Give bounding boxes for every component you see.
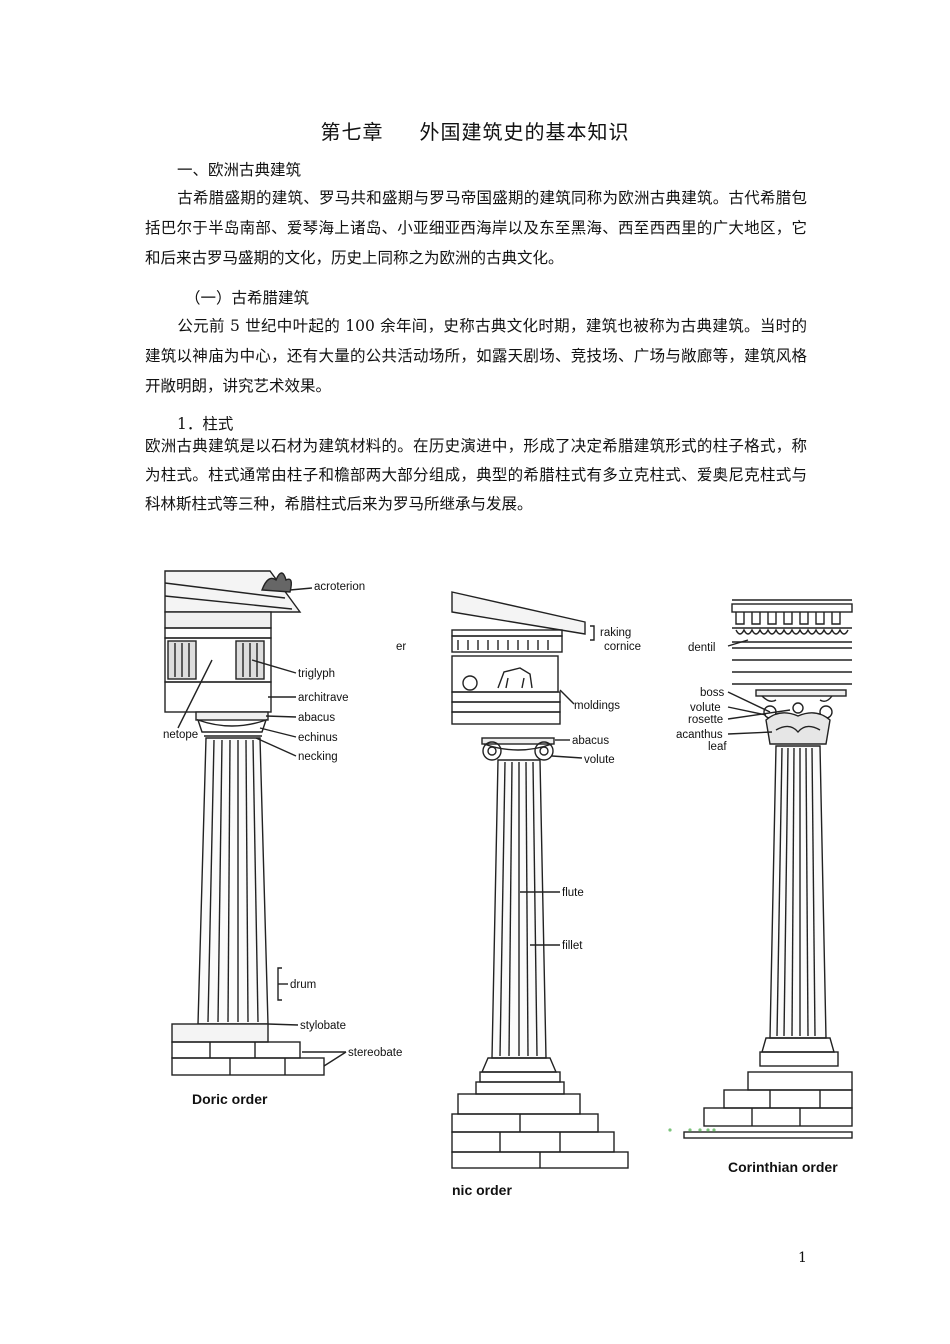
label-architrave: architrave xyxy=(298,692,349,704)
caption-doric-order: Doric order xyxy=(192,1091,268,1107)
section-heading: 一、欧洲古典建筑 xyxy=(177,161,302,179)
caption-corinthian-order: Corinthian order xyxy=(728,1159,838,1175)
subsection-paragraph: 公元前 5 世纪中叶起的 100 余年间，史称古典文化时期，建筑也被称为古典建筑… xyxy=(145,311,807,401)
label-abacus-ionic: abacus xyxy=(572,735,609,747)
label-flute: flute xyxy=(562,887,584,899)
cropped-label-fragment: er xyxy=(396,641,406,653)
ionic-column-drawing xyxy=(451,591,629,1169)
label-acroterion: acroterion xyxy=(314,581,365,593)
label-cornice: cornice xyxy=(604,641,641,653)
label-raking: raking xyxy=(600,627,631,639)
label-drum: drum xyxy=(290,979,316,991)
item-heading: 1．柱式 xyxy=(177,415,234,433)
label-stylobate: stylobate xyxy=(300,1020,346,1032)
chapter-title: 第七章 外国建筑史的基本知识 xyxy=(0,116,950,145)
label-leaf: leaf xyxy=(708,741,727,753)
section-paragraph-text: 古希腊盛期的建筑、罗马共和盛期与罗马帝国盛期的建筑同称为欧洲古典建筑。古代希腊包… xyxy=(145,189,807,267)
label-necking: necking xyxy=(298,751,338,763)
label-stereobate: stereobate xyxy=(348,1047,402,1059)
corinthian-column-drawing xyxy=(683,599,853,1139)
label-rosette: rosette xyxy=(688,714,723,726)
subsection-heading: （一）古希腊建筑 xyxy=(185,289,310,307)
label-echinus: echinus xyxy=(298,732,338,744)
doric-column-drawing xyxy=(164,570,347,1076)
label-volute-ionic: volute xyxy=(584,754,615,766)
label-metope: netope xyxy=(163,729,198,741)
label-abacus-doric: abacus xyxy=(298,712,335,724)
item-paragraph: 欧洲古典建筑是以石材为建筑材料的。在历史演进中，形成了决定希腊建筑形式的柱子格式… xyxy=(145,437,807,513)
caption-ionic-order: nic order xyxy=(452,1182,512,1198)
label-volute-corinthian: volute xyxy=(690,702,721,714)
label-triglyph: triglyph xyxy=(298,668,335,680)
page-number: 1 xyxy=(798,1250,807,1266)
subsection-paragraph-text: 公元前 5 世纪中叶起的 100 余年间，史称古典文化时期，建筑也被称为古典建筑… xyxy=(145,317,807,395)
label-acanthus: acanthus xyxy=(676,729,723,741)
chapter-number: 第七章 xyxy=(320,120,384,144)
label-boss: boss xyxy=(700,687,725,699)
label-dentil: dentil xyxy=(688,642,716,654)
label-moldings: moldings xyxy=(574,700,620,712)
stray-dots xyxy=(668,1128,716,1132)
label-fillet: fillet xyxy=(562,940,583,952)
section-paragraph: 古希腊盛期的建筑、罗马共和盛期与罗马帝国盛期的建筑同称为欧洲古典建筑。古代希腊包… xyxy=(145,183,807,273)
chapter-subject: 外国建筑史的基本知识 xyxy=(419,120,630,144)
